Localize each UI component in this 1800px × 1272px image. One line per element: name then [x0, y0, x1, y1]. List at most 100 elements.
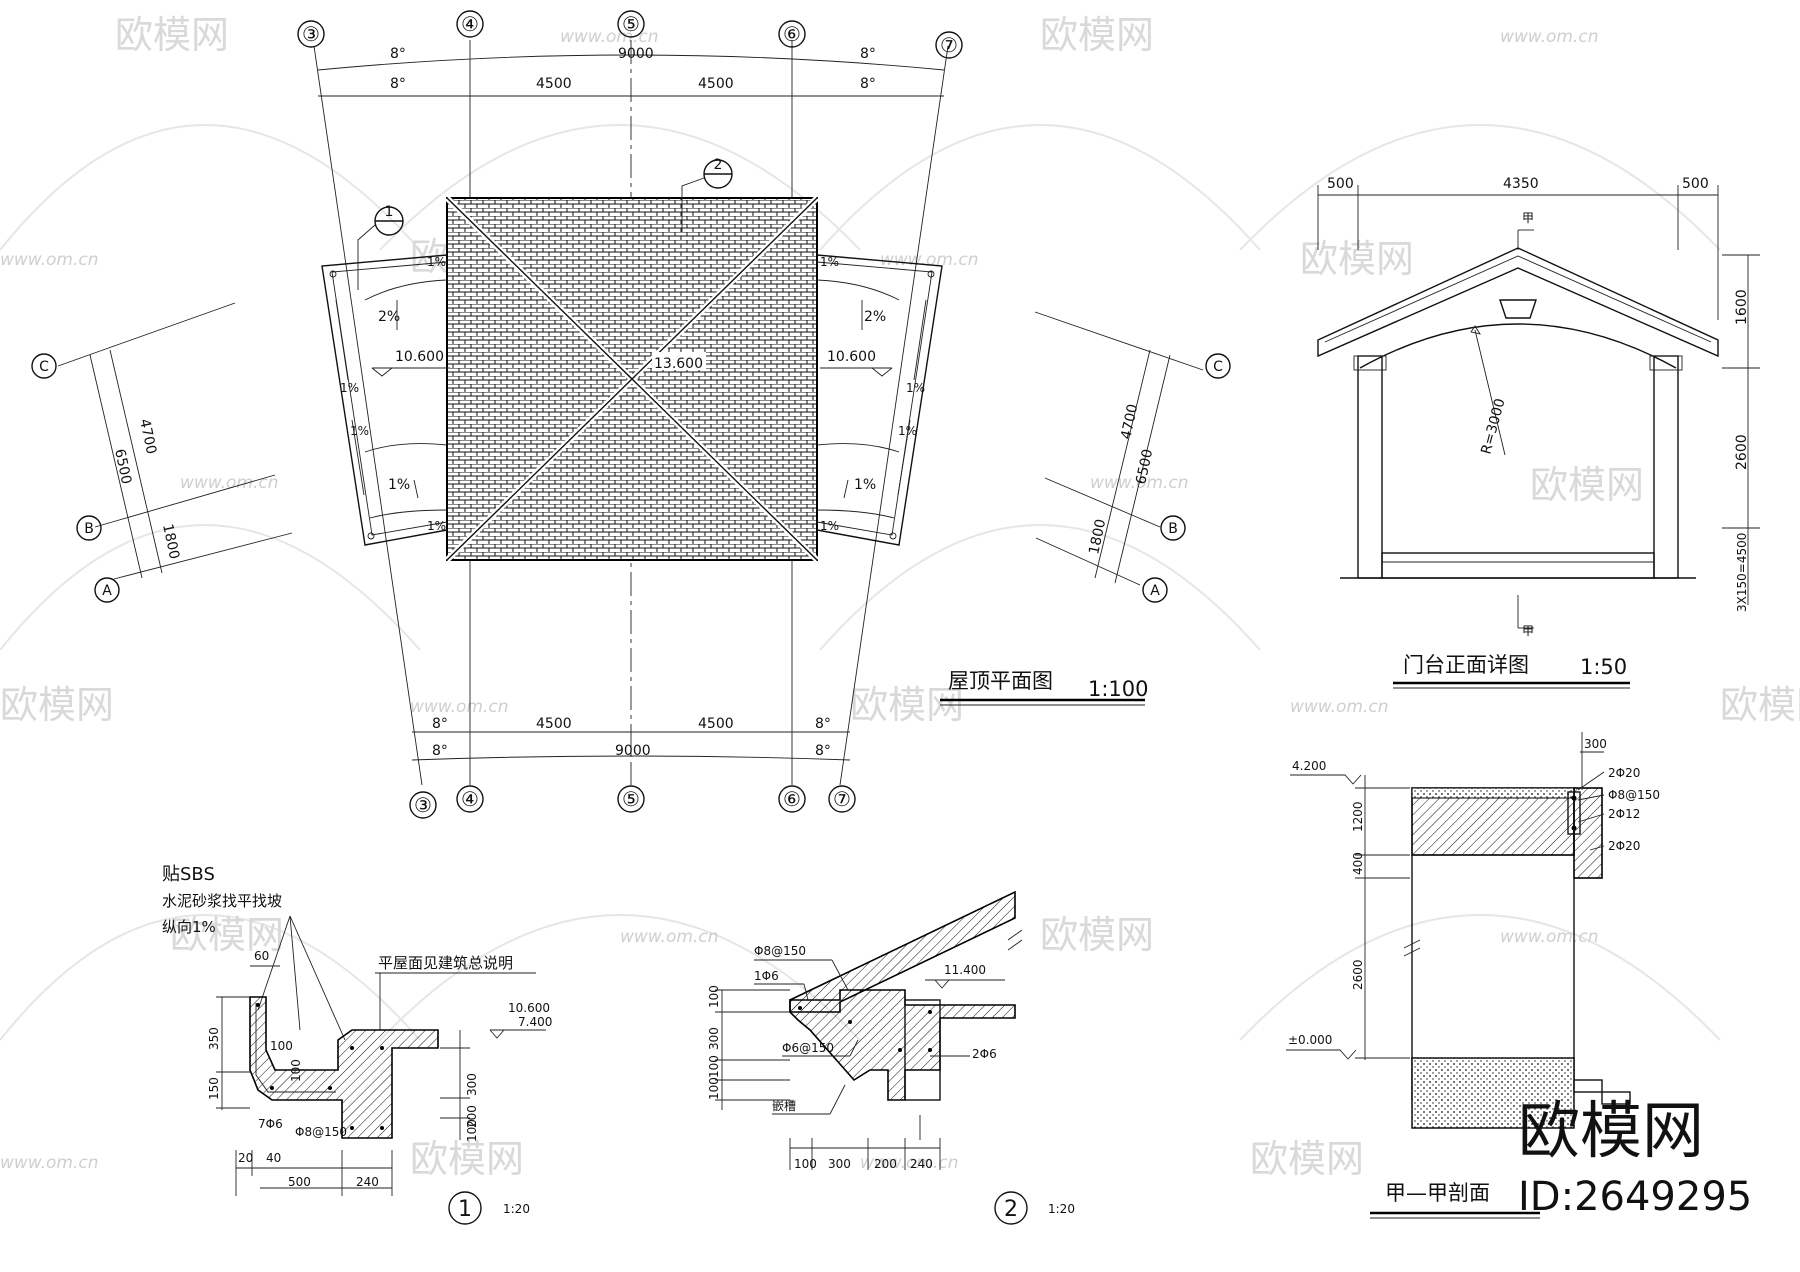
svg-text:200: 200	[465, 1105, 479, 1128]
grid-bubbles-top: ③ ④ ⑤ ⑥ ⑦	[297, 10, 963, 59]
svg-text:2%: 2%	[378, 309, 400, 325]
svg-text:水泥砂浆找平找坡: 水泥砂浆找平找坡	[162, 892, 282, 910]
elev-left: 10.600	[395, 349, 444, 365]
svg-text:1%: 1%	[427, 519, 446, 533]
watermark-url: www.om.cn	[860, 1153, 959, 1173]
svg-text:④: ④	[461, 787, 479, 811]
watermark-brand: 欧模网	[115, 13, 229, 57]
watermark-url: www.om.cn	[620, 927, 719, 947]
svg-text:1200: 1200	[1351, 801, 1365, 832]
svg-text:1%: 1%	[340, 381, 359, 395]
svg-text:1: 1	[458, 1197, 472, 1222]
svg-text:1800: 1800	[159, 523, 182, 561]
svg-text:⑤: ⑤	[622, 12, 640, 36]
svg-text:8°: 8°	[860, 76, 876, 92]
svg-text:1%: 1%	[898, 424, 917, 438]
watermark-brand: 欧模网	[1300, 237, 1414, 281]
logo-brand: 欧模网	[1518, 1094, 1704, 1167]
svg-text:⑦: ⑦	[833, 787, 851, 811]
svg-text:3X150=4500: 3X150=4500	[1735, 533, 1749, 612]
svg-text:贴SBS: 贴SBS	[162, 864, 215, 885]
svg-text:350: 350	[207, 1027, 221, 1050]
section-jia: 4.200 ±0.000 1200 400 2600 300	[1286, 732, 1660, 1219]
svg-text:8°: 8°	[390, 76, 406, 92]
svg-text:100: 100	[289, 1059, 303, 1082]
detail-2: 11.400 Φ8@150 1Φ6 Φ6@150 2Φ6 嵌槽 100 300 …	[707, 890, 1075, 1225]
watermark-url: www.om.cn	[0, 250, 99, 270]
svg-text:1%: 1%	[820, 255, 839, 269]
svg-text:100: 100	[707, 1055, 721, 1078]
svg-text:C: C	[1213, 359, 1223, 375]
svg-text:300: 300	[1584, 737, 1607, 751]
svg-text:B: B	[84, 521, 94, 537]
watermark-logo: 欧模网 ID:2649295	[1518, 1094, 1752, 1220]
svg-text:8°: 8°	[860, 46, 876, 62]
svg-text:240: 240	[356, 1175, 379, 1189]
svg-text:150: 150	[207, 1077, 221, 1100]
svg-text:1600: 1600	[1734, 289, 1750, 325]
elev-right: 10.600	[827, 349, 876, 365]
foundation	[1411, 1057, 1575, 1129]
callout-1: 1	[357, 204, 404, 290]
left-wing-roof: 1% 2% 10.600 1% 1% 1% 1%	[321, 254, 450, 546]
svg-text:4500: 4500	[698, 716, 734, 732]
svg-text:300: 300	[465, 1073, 479, 1096]
svg-text:1:50: 1:50	[1580, 655, 1627, 679]
svg-text:2Φ20: 2Φ20	[1608, 766, 1640, 780]
svg-text:甲—甲剖面: 甲—甲剖面	[1385, 1181, 1490, 1205]
svg-text:500: 500	[1682, 176, 1709, 192]
watermark-url: www.om.cn	[0, 1153, 99, 1173]
right-skew-grid: C B A 4700 6500 1800	[1034, 311, 1231, 603]
svg-text:4700: 4700	[136, 418, 159, 456]
svg-text:1%: 1%	[388, 477, 410, 493]
svg-text:500: 500	[288, 1175, 311, 1189]
watermark-brand: 欧模网	[1040, 13, 1154, 57]
svg-text:甲: 甲	[1522, 624, 1534, 638]
svg-text:500: 500	[1327, 176, 1354, 192]
roof-plan: ③ ④ ⑤ ⑥ ⑦ ③ ④ ⑤ ⑥ ⑦ 8° 9000 8° 8° 4500 4…	[31, 10, 1231, 819]
svg-text:Φ8@150: Φ8@150	[754, 944, 806, 958]
svg-text:③: ③	[414, 793, 432, 817]
svg-text:1:20: 1:20	[1048, 1202, 1075, 1216]
logo-id: ID:2649295	[1518, 1174, 1752, 1220]
svg-text:Φ8@150: Φ8@150	[295, 1125, 347, 1139]
roof-plan-title: 屋顶平面图 1:100	[940, 669, 1149, 706]
svg-text:240: 240	[910, 1157, 933, 1171]
svg-text:40: 40	[266, 1151, 281, 1165]
watermark-brand: 欧模网	[0, 683, 114, 727]
svg-text:2600: 2600	[1734, 434, 1750, 470]
svg-text:4500: 4500	[698, 76, 734, 92]
right-wing-roof: 1% 2% 10.600 1% 1% 1% 1%	[816, 254, 943, 546]
bottom-dimensions: 8° 4500 4500 8° 8° 9000 8°	[411, 716, 851, 761]
watermark-brand: 欧模网	[1530, 463, 1644, 507]
svg-text:2Φ12: 2Φ12	[1608, 807, 1640, 821]
svg-text:1%: 1%	[427, 255, 446, 269]
svg-text:100: 100	[707, 985, 721, 1008]
svg-text:400: 400	[1351, 852, 1365, 875]
watermark-url: www.om.cn	[880, 250, 979, 270]
watermark-url: www.om.cn	[180, 473, 279, 493]
svg-text:④: ④	[461, 12, 479, 36]
svg-text:4700: 4700	[1118, 403, 1141, 441]
svg-text:7Φ6: 7Φ6	[258, 1117, 283, 1131]
watermark-brand: 欧模网	[170, 913, 284, 957]
svg-text:2Φ20: 2Φ20	[1608, 839, 1640, 853]
svg-text:Φ8@150: Φ8@150	[1608, 788, 1660, 802]
callout-2: 2	[681, 157, 733, 232]
watermark-brand: 欧模网	[1040, 913, 1154, 957]
watermark-brand: 欧模网	[1250, 1137, 1364, 1181]
svg-text:门台正面详图: 门台正面详图	[1403, 653, 1529, 677]
svg-text:1:100: 1:100	[1088, 677, 1149, 701]
top-dimensions: 8° 9000 8° 8° 4500 4500 8°	[317, 46, 945, 97]
svg-text:4500: 4500	[536, 76, 572, 92]
svg-text:20: 20	[238, 1151, 253, 1165]
grid-line-3	[313, 45, 423, 786]
svg-text:8°: 8°	[432, 716, 448, 732]
svg-text:1: 1	[385, 204, 394, 220]
svg-text:6500: 6500	[111, 448, 134, 486]
svg-text:100: 100	[270, 1039, 293, 1053]
svg-text:1%: 1%	[854, 477, 876, 493]
svg-text:C: C	[39, 359, 49, 375]
svg-text:300: 300	[707, 1027, 721, 1050]
